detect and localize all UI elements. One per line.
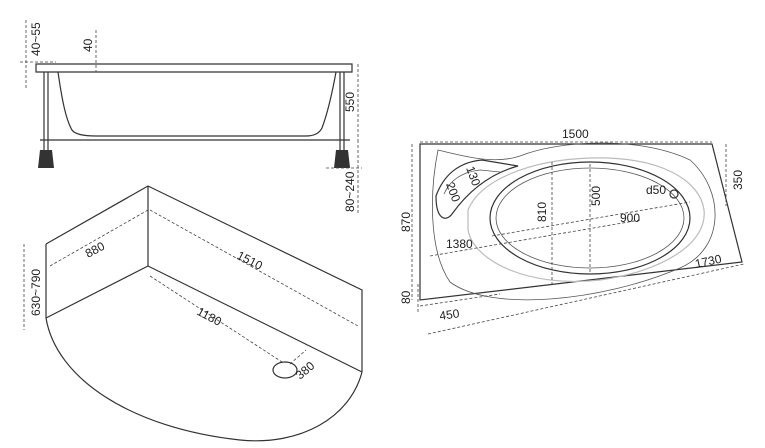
plan-left-height-label: 870 [399,212,413,232]
plan-headrest-b-label: 130 [463,164,483,188]
plan-basin-inner [495,167,685,269]
plan-right-depth-label: 350 [731,170,745,190]
plan-diagonal-dim-line [427,263,745,335]
iso-inner-length-dim-line [149,275,283,363]
iso-drain [272,361,298,379]
iso-floor-edge [45,265,363,373]
plan-bottom-length-label: 450 [438,306,460,323]
plan-bottom-dim-line [419,293,501,307]
plan-headrest [435,159,519,219]
iso-width-label: 880 [83,239,108,261]
iso-drain-label: 380 [293,358,318,382]
side-legs-range-label: 80~240 [343,171,357,212]
iso-front-range-label: 630~790 [29,269,43,316]
side-rim-range-label: 40~55 [29,22,43,56]
side-foot-right [334,150,350,168]
plan-rim [432,142,716,301]
plan-view: 1500 350 870 810 500 d50 900 1380 200 13… [399,127,745,335]
plan-inner-contour [467,157,705,282]
plan-front-offset-label: 80 [399,290,413,304]
plan-top-length-label: 1500 [562,127,589,141]
side-tub-body [57,71,337,137]
side-view: 40~55 40 550 80~240 [20,20,362,214]
plan-inner-height-label: 500 [589,186,603,206]
side-height-label: 550 [343,92,357,112]
plan-seat-dim-line [429,219,641,257]
side-rim-height-label: 40 [81,38,95,52]
iso-length-label: 1510 [235,248,265,273]
plan-drain [669,189,679,199]
iso-inner-length-label: 1180 [195,304,225,329]
plan-basin [489,161,691,275]
iso-view: 880 1510 1180 630~790 380 [23,185,363,442]
plan-seat-length-label: 1380 [446,237,473,251]
plan-outer-outline [419,143,743,301]
plan-diagonal-length-label: 1730 [694,252,723,271]
plan-headrest-inner [443,169,501,195]
plan-inner-width-label: 810 [535,202,549,222]
iso-drain-dim-line [289,349,307,365]
side-rim [35,63,353,73]
plan-inner-length-dim-line [491,201,691,237]
iso-front-arc [45,317,363,442]
plan-headrest-a-label: 200 [443,180,463,204]
plan-inner-length-label: 900 [620,211,640,225]
iso-width-dim-line [49,209,149,267]
side-foot-left [38,150,54,168]
plan-drain-label: d50 [646,183,666,197]
iso-back-wall [45,185,363,372]
